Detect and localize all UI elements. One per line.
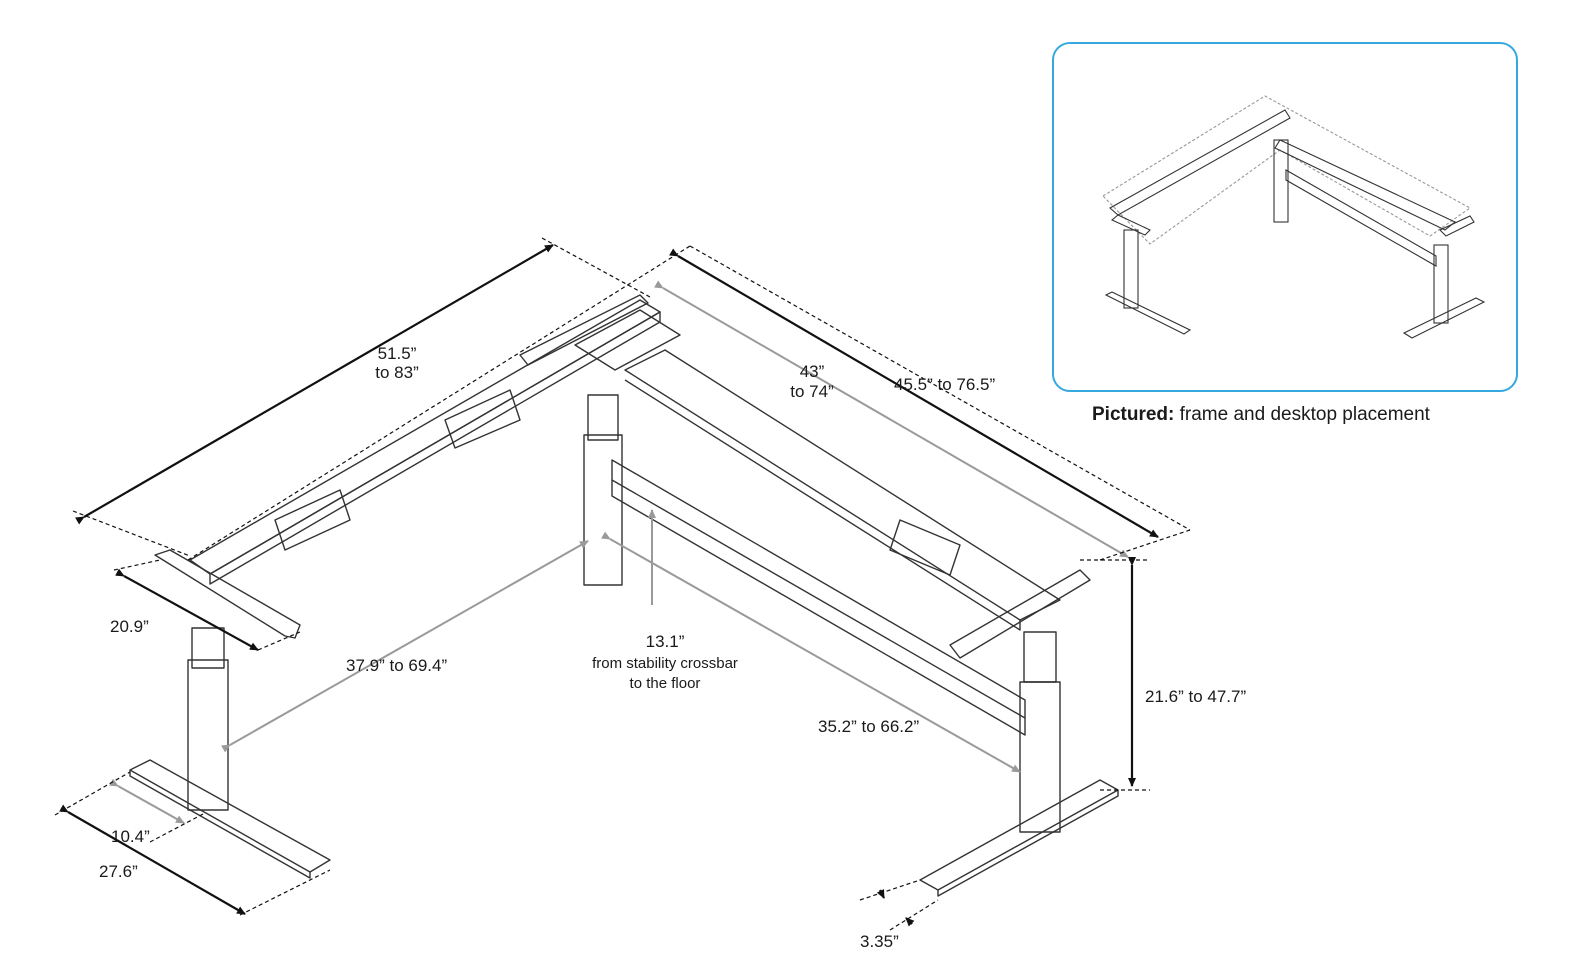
dim-35-arrow (601, 531, 1021, 773)
dim-10-arrow (109, 778, 185, 824)
dim-label-foot-offset: 10.4” (111, 827, 150, 846)
inset-crossbar (1285, 169, 1437, 267)
inset-right-foot (1402, 297, 1486, 339)
inset-right-beam (1274, 139, 1457, 231)
inset-caption-bold: Pictured: (1092, 404, 1175, 425)
dim-335-arrow-b (905, 917, 915, 927)
motor-block-mid (444, 389, 521, 449)
motor-block-right (889, 519, 961, 576)
dim-label-foot-width: 3.35” (860, 932, 899, 951)
dim-label-clearance-note-2: to the floor (629, 675, 701, 692)
dim-label-left-length-line1: 51.5” (377, 344, 417, 363)
dim-label-left-crossbar: 37.9” to 69.4” (346, 656, 448, 675)
left-leg-lower (187, 659, 229, 811)
right-leg-upper (1023, 631, 1057, 683)
inset-left-foot (1104, 291, 1192, 335)
dim-label-clearance-note-1: from stability crossbar (592, 655, 738, 672)
inset-right-bracket (1439, 215, 1475, 237)
left-foot (129, 759, 331, 873)
right-end-bracket (949, 569, 1091, 659)
left-beam (189, 299, 661, 575)
dim-label-right-crossbar: 35.2” to 66.2” (818, 717, 920, 736)
inset-caption: Pictured: frame and desktop placement (1092, 404, 1430, 426)
dim-43-arrow (654, 280, 1129, 558)
left-beam-lower (209, 311, 661, 585)
dimension-lines-gray (109, 280, 1129, 824)
right-beam-lower (624, 379, 1021, 631)
dim-27-arrow (59, 804, 246, 915)
corner-leg-lower (583, 434, 623, 586)
inset-left-beam (1109, 109, 1291, 216)
left-leg-upper (191, 627, 225, 669)
dim-51-arrow (75, 244, 554, 525)
inset-desk-frame (1102, 95, 1486, 339)
dim-label-right-inner-line1: 43” (799, 362, 825, 381)
dim-335-arrow-a (876, 889, 885, 899)
dim-label-right-inner-line2: to 74” (790, 382, 834, 401)
dim-label-left-depth: 20.9” (110, 617, 149, 636)
extension-lines (54, 237, 1191, 931)
dim-label-height: 21.6” to 47.7” (1145, 687, 1247, 706)
inset-left-bracket (1110, 214, 1151, 236)
inset-caption-text: frame and desktop placement (1174, 404, 1430, 425)
dim-label-right-outer: 45.5” to 76.5” (894, 375, 996, 394)
right-foot (919, 779, 1119, 891)
inset-desktop-outline (1102, 95, 1472, 245)
dim-label-left-length-line2: to 83” (375, 363, 419, 382)
dim-37-arrow (221, 540, 589, 753)
inset-frame (1052, 42, 1518, 392)
dim-label-clearance: 13.1” (645, 632, 685, 651)
dim-label-foot-length: 27.6” (99, 862, 138, 881)
right-leg-lower (1019, 681, 1061, 833)
dim-20-arrow (115, 568, 259, 651)
corner-leg-upper (587, 394, 619, 441)
